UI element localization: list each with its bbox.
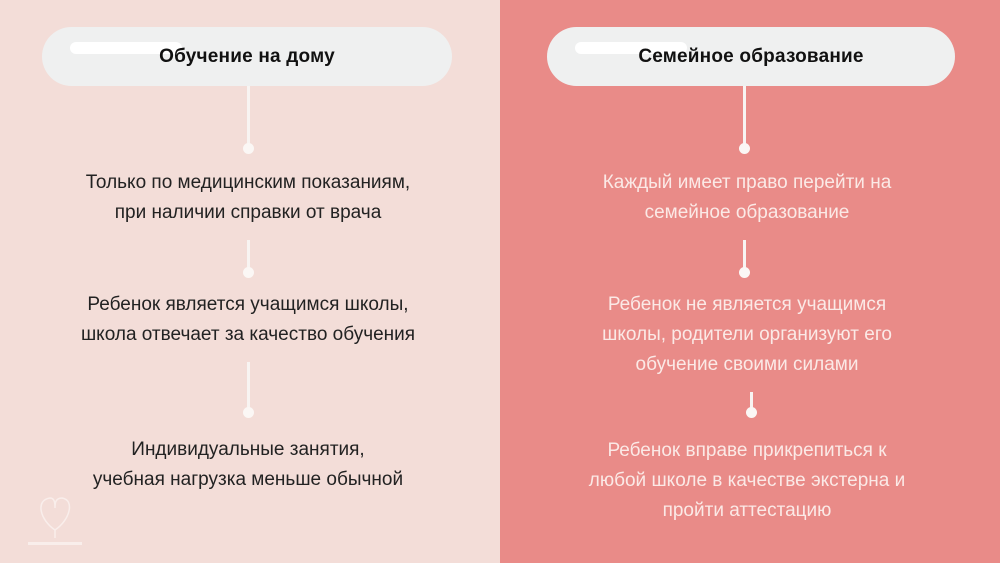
text-line: любой школе в качестве экстерна и [588,470,906,491]
text-line: обучение своими силами [635,354,859,375]
family-education-panel: Семейное образование Каждый имеет право … [500,0,1000,563]
text-line: Ребенок вправе прикрепиться к [607,440,887,461]
text-line: Ребенок является учащимся школы, [87,294,409,315]
family-item-1: Каждый имеет право перейти на семейное о… [527,168,967,228]
family-item-2: Ребенок не является учащимся школы, роди… [527,290,967,380]
text-line: пройти аттестацию [662,500,832,521]
home-schooling-panel: Обучение на дому Только по медицинским п… [0,0,500,563]
text-line: школа отвечает за качество обучения [80,324,416,345]
connector-line [743,240,746,272]
connector-line [743,86,746,148]
logo-icon [28,497,82,545]
family-education-title: Семейное образование [638,45,864,67]
connector-line [750,392,753,412]
connector-dot [243,407,254,418]
family-item-3: Ребенок вправе прикрепиться к любой школ… [527,436,967,526]
home-item-3: Индивидуальные занятия, учебная нагрузка… [28,435,468,495]
connector-dot [243,267,254,278]
home-item-2: Ребенок является учащимся школы, школа о… [28,290,468,350]
pill-highlight [70,42,182,54]
connector-dot [746,407,757,418]
connector-dot [739,143,750,154]
home-schooling-header: Обучение на дому [42,27,452,86]
text-line: учебная нагрузка меньше обычной [92,469,404,490]
text-line: семейное образование [644,202,850,223]
pill-highlight [575,42,687,54]
connector-dot [739,267,750,278]
text-line: Индивидуальные занятия, [131,439,365,460]
connector-line [247,362,250,412]
home-item-1: Только по медицинским показаниям, при на… [28,168,468,228]
text-line: Каждый имеет право перейти на [602,172,892,193]
home-schooling-title: Обучение на дому [159,45,335,67]
text-line: Только по медицинским показаниям, [85,172,411,193]
text-line: школы, родители организуют его [602,324,892,345]
text-line: Ребенок не является учащимся [607,294,887,315]
connector-line [247,86,250,148]
connector-line [247,240,250,272]
family-education-header: Семейное образование [547,27,955,86]
text-line: при наличии справки от врача [114,202,382,223]
connector-dot [243,143,254,154]
